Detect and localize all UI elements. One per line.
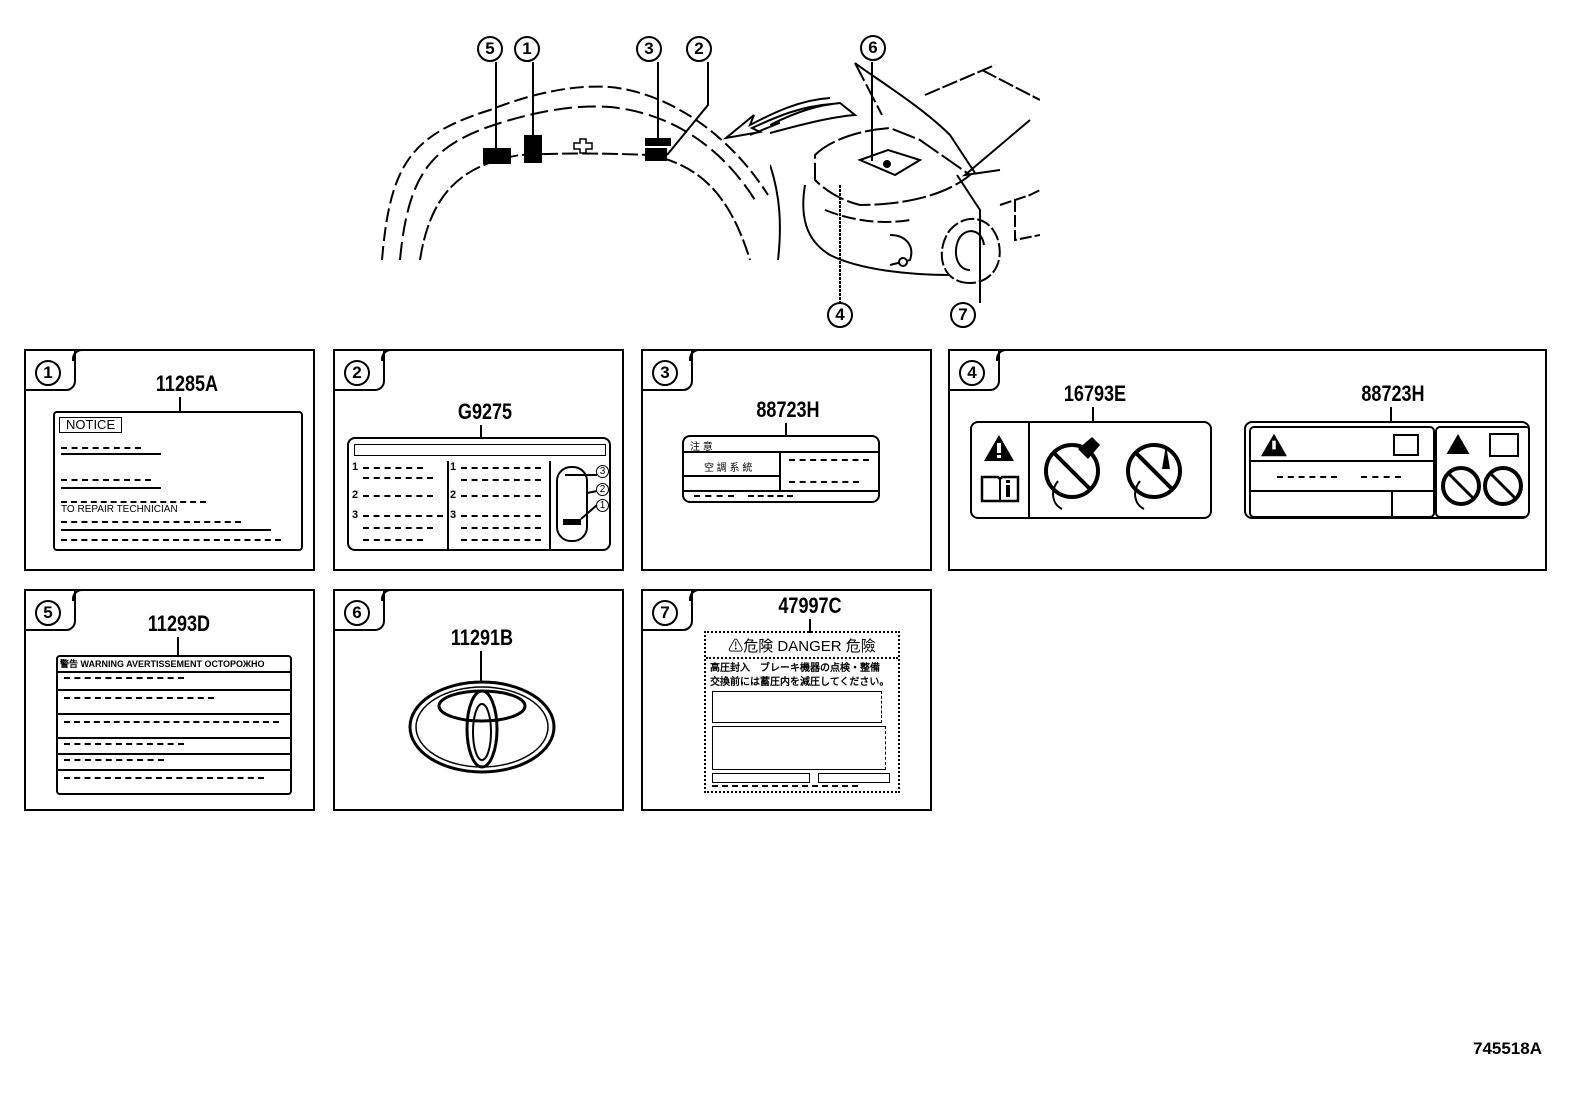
toyota-emblem-icon[interactable] <box>407 679 557 775</box>
part-number-47997C[interactable]: 47997C <box>778 593 842 618</box>
panel-6-index: 6 <box>344 600 370 626</box>
manual-icon <box>1393 434 1419 456</box>
no-touch-fan-icon <box>1441 466 1523 506</box>
label-1-marker <box>524 135 542 163</box>
panel-1-index: 1 <box>35 360 61 386</box>
part-number-11285A[interactable]: 11285A <box>155 371 219 396</box>
panel-6: 6 11291B <box>333 589 624 811</box>
panel-7: 7 47997C ⚠危険 DANGER 危險 高圧封入 ブレーキ機器の点検・整備… <box>641 589 932 811</box>
panel-2: 2 G9275 1 2 3 1 2 3 3 2 1 <box>333 349 624 571</box>
warning-triangle-icon <box>1261 433 1287 457</box>
label-11285A[interactable]: NOTICE TO REPAIR TECHNICIAN <box>53 411 303 551</box>
label-88723H-fan[interactable] <box>1244 421 1530 519</box>
callout-1: 1 <box>514 36 540 62</box>
label-88723H-ac[interactable]: 注 意 空 調 系 統 <box>682 435 880 503</box>
part-number-16793E[interactable]: 16793E <box>1063 381 1127 406</box>
part-number-11291B[interactable]: 11291B <box>450 625 514 650</box>
panel-4-index: 4 <box>959 360 985 386</box>
illustration-code: 745518A <box>1472 1039 1542 1058</box>
car-front-illustration <box>770 62 1040 303</box>
warning-triangle-icon <box>1446 434 1470 454</box>
panel-7-index: 7 <box>652 600 678 626</box>
callout-4: 4 <box>827 302 853 328</box>
callout-2: 2 <box>686 36 712 62</box>
no-hand-touch-icon <box>1044 437 1100 510</box>
label-47997C[interactable]: ⚠危険 DANGER 危險 高圧封入 ブレーキ機器の点検・整備 交換前には蓄圧内… <box>704 631 900 793</box>
manual-book-icon <box>1489 433 1519 457</box>
callout-7: 7 <box>950 302 976 328</box>
warning-triangle-icon <box>984 435 1014 461</box>
notice-repair-technician-text: TO REPAIR TECHNICIAN <box>61 504 178 515</box>
label-11293D[interactable]: 警告 WARNING AVERTISSEMENT ОСТОРОЖНО <box>56 655 292 795</box>
label-3-marker <box>645 138 671 146</box>
label-16793E[interactable] <box>970 421 1212 519</box>
callout-6: 6 <box>860 35 886 61</box>
panel-4: 4 16793E 88723H <box>948 349 1547 571</box>
car-top-view-icon <box>556 466 598 542</box>
headliner-illustration <box>381 62 780 261</box>
no-tool-touch-icon <box>1126 443 1182 510</box>
panel-3: 3 88723H 注 意 空 調 系 統 <box>641 349 932 571</box>
part-number-88723H-b[interactable]: 88723H <box>1361 381 1425 406</box>
part-number-11293D[interactable]: 11293D <box>147 611 211 636</box>
label-G9275[interactable]: 1 2 3 1 2 3 3 2 1 <box>347 437 611 551</box>
panel-5-index: 5 <box>35 600 61 626</box>
label-2-marker <box>645 148 667 161</box>
part-number-88723H[interactable]: 88723H <box>756 397 820 422</box>
label-5-marker <box>483 148 511 164</box>
panel-2-index: 2 <box>344 360 370 386</box>
panel-1: 1 11285A NOTICE TO REPAIR TECHNICIAN <box>24 349 315 571</box>
callout-3: 3 <box>636 36 662 62</box>
direction-arrow-icon <box>722 97 833 140</box>
manual-book-icon <box>980 475 1020 503</box>
center-marker-icon <box>573 138 593 154</box>
notice-header: NOTICE <box>59 417 123 433</box>
panel-5: 5 11293D 警告 WARNING AVERTISSEMENT ОСТОРО… <box>24 589 315 811</box>
danger-header: ⚠危険 DANGER 危險 <box>728 638 876 655</box>
part-number-G9275[interactable]: G9275 <box>457 399 513 424</box>
callout-5: 5 <box>477 36 503 62</box>
panel-3-index: 3 <box>652 360 678 386</box>
